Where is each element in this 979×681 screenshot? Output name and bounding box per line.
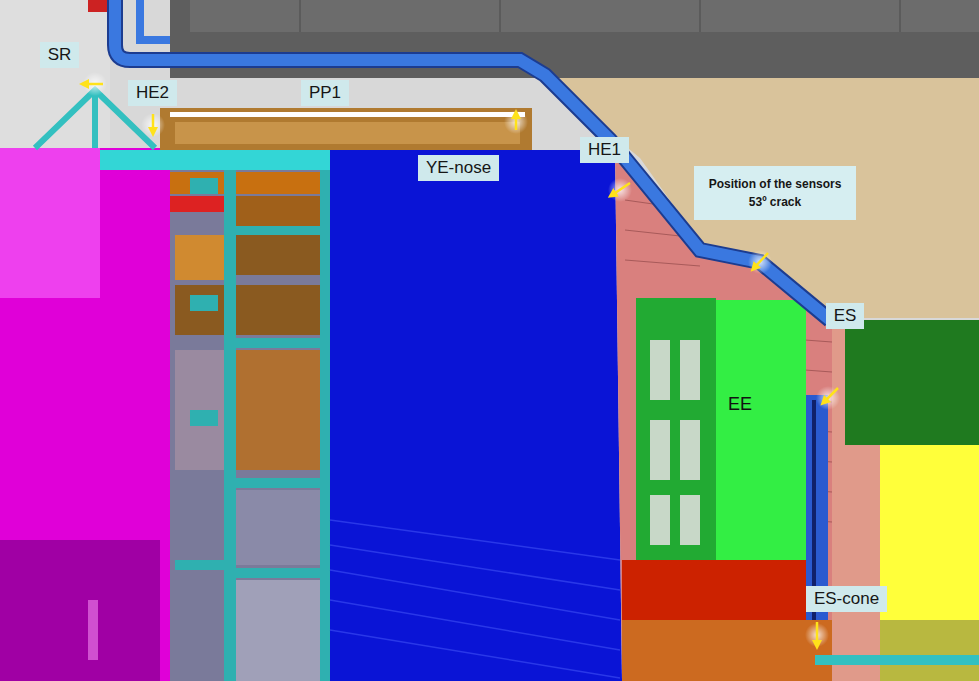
- frame-block: [236, 196, 326, 226]
- frame-block: [170, 196, 228, 212]
- label-text: 53º crack: [708, 193, 842, 211]
- label-box: YE-nose: [418, 155, 499, 181]
- yoke-detail: [88, 600, 98, 660]
- ee-crystals: [716, 300, 806, 560]
- frame-beams: [175, 170, 332, 681]
- label-text: HE2: [135, 83, 170, 103]
- label-text: HE1: [587, 140, 622, 160]
- ee-slots: [650, 340, 700, 545]
- cable-pipe: [140, 0, 170, 40]
- label-box: HE1: [580, 137, 629, 163]
- absorber-layers: [615, 150, 832, 681]
- frame-bg: [170, 170, 330, 681]
- label-text: ES-cone: [813, 589, 880, 609]
- yoke-base: [0, 540, 160, 681]
- bottom-block: [622, 560, 806, 620]
- cable-pipe: [115, 0, 830, 320]
- frame-block: [175, 285, 325, 335]
- es-cone-pipe: [815, 655, 979, 665]
- label-box: SR: [40, 42, 79, 68]
- label-box: HE2: [128, 80, 177, 106]
- es-inner: [812, 400, 816, 650]
- bottom-block: [622, 620, 832, 681]
- ceiling-strip: [190, 0, 979, 32]
- frame-block: [175, 350, 225, 470]
- cable-pipe-outline: [115, 0, 830, 320]
- hcal-lines: [330, 520, 620, 678]
- yoke-panel: [0, 148, 100, 298]
- label-text: ES: [833, 306, 857, 326]
- label-text: PP1: [308, 83, 342, 103]
- support-bar: [100, 150, 330, 170]
- nose-line: [170, 112, 525, 117]
- endcap-yoke: [0, 148, 175, 681]
- frame-block: [236, 235, 324, 275]
- ceiling-lines: [300, 0, 900, 32]
- barrel-ecal: [845, 320, 979, 445]
- frame-block: [236, 580, 322, 681]
- frame-block: [236, 490, 322, 565]
- marker-block: [88, 0, 110, 12]
- frame-block: [175, 235, 225, 280]
- nose-plate: [160, 108, 532, 150]
- es-column: [806, 395, 828, 657]
- tracker-base: [880, 620, 979, 681]
- label-text: Position of the sensors: [708, 175, 842, 193]
- label-box: ES: [826, 303, 864, 329]
- label-box: PP1: [301, 80, 349, 106]
- tracker: [880, 445, 979, 620]
- sensor-glow: [83, 72, 840, 647]
- ee-frame: [636, 298, 716, 560]
- label-box: Position of the sensors53º crack: [694, 166, 856, 220]
- frame-block: [236, 350, 322, 470]
- part-label: EE: [728, 394, 752, 415]
- nose-inner: [175, 122, 520, 144]
- frame-block: [170, 172, 325, 194]
- label-text: YE-nose: [425, 158, 492, 178]
- label-box: ES-cone: [806, 586, 887, 612]
- label-text: SR: [47, 45, 72, 65]
- hcal-endcap: [330, 150, 622, 681]
